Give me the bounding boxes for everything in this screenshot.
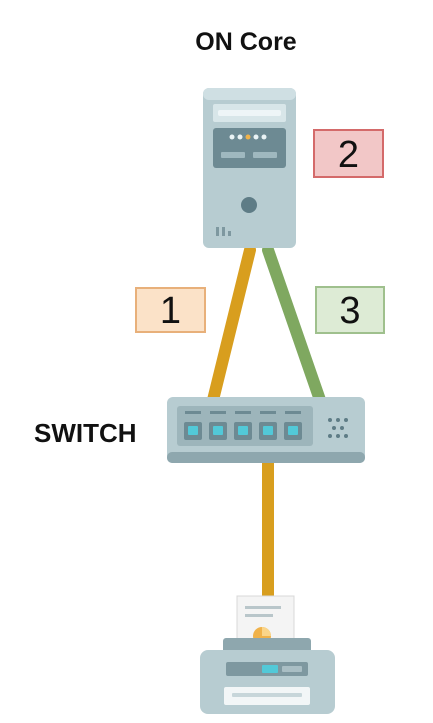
switch-label: SWITCH (34, 418, 137, 448)
core-title: ON Core (195, 28, 297, 56)
badge-3: 3 (315, 286, 385, 334)
switch-ports (184, 411, 302, 440)
network-switch-icon[interactable] (167, 397, 365, 463)
badge-1-box (135, 287, 206, 333)
switch-status-lights (328, 418, 348, 438)
link-1 (207, 244, 256, 406)
badge-2-box (313, 129, 384, 178)
badge-3-text: 3 (339, 290, 360, 332)
badge-2-text: 2 (338, 134, 359, 176)
badge-1-text: 1 (160, 290, 181, 332)
badge-2: 2 (313, 129, 384, 178)
badge-1: 1 (135, 287, 206, 333)
link-3 (262, 244, 326, 406)
badge-3-box (315, 286, 385, 334)
server-icon[interactable] (203, 88, 296, 248)
printer-icon[interactable] (200, 595, 335, 714)
